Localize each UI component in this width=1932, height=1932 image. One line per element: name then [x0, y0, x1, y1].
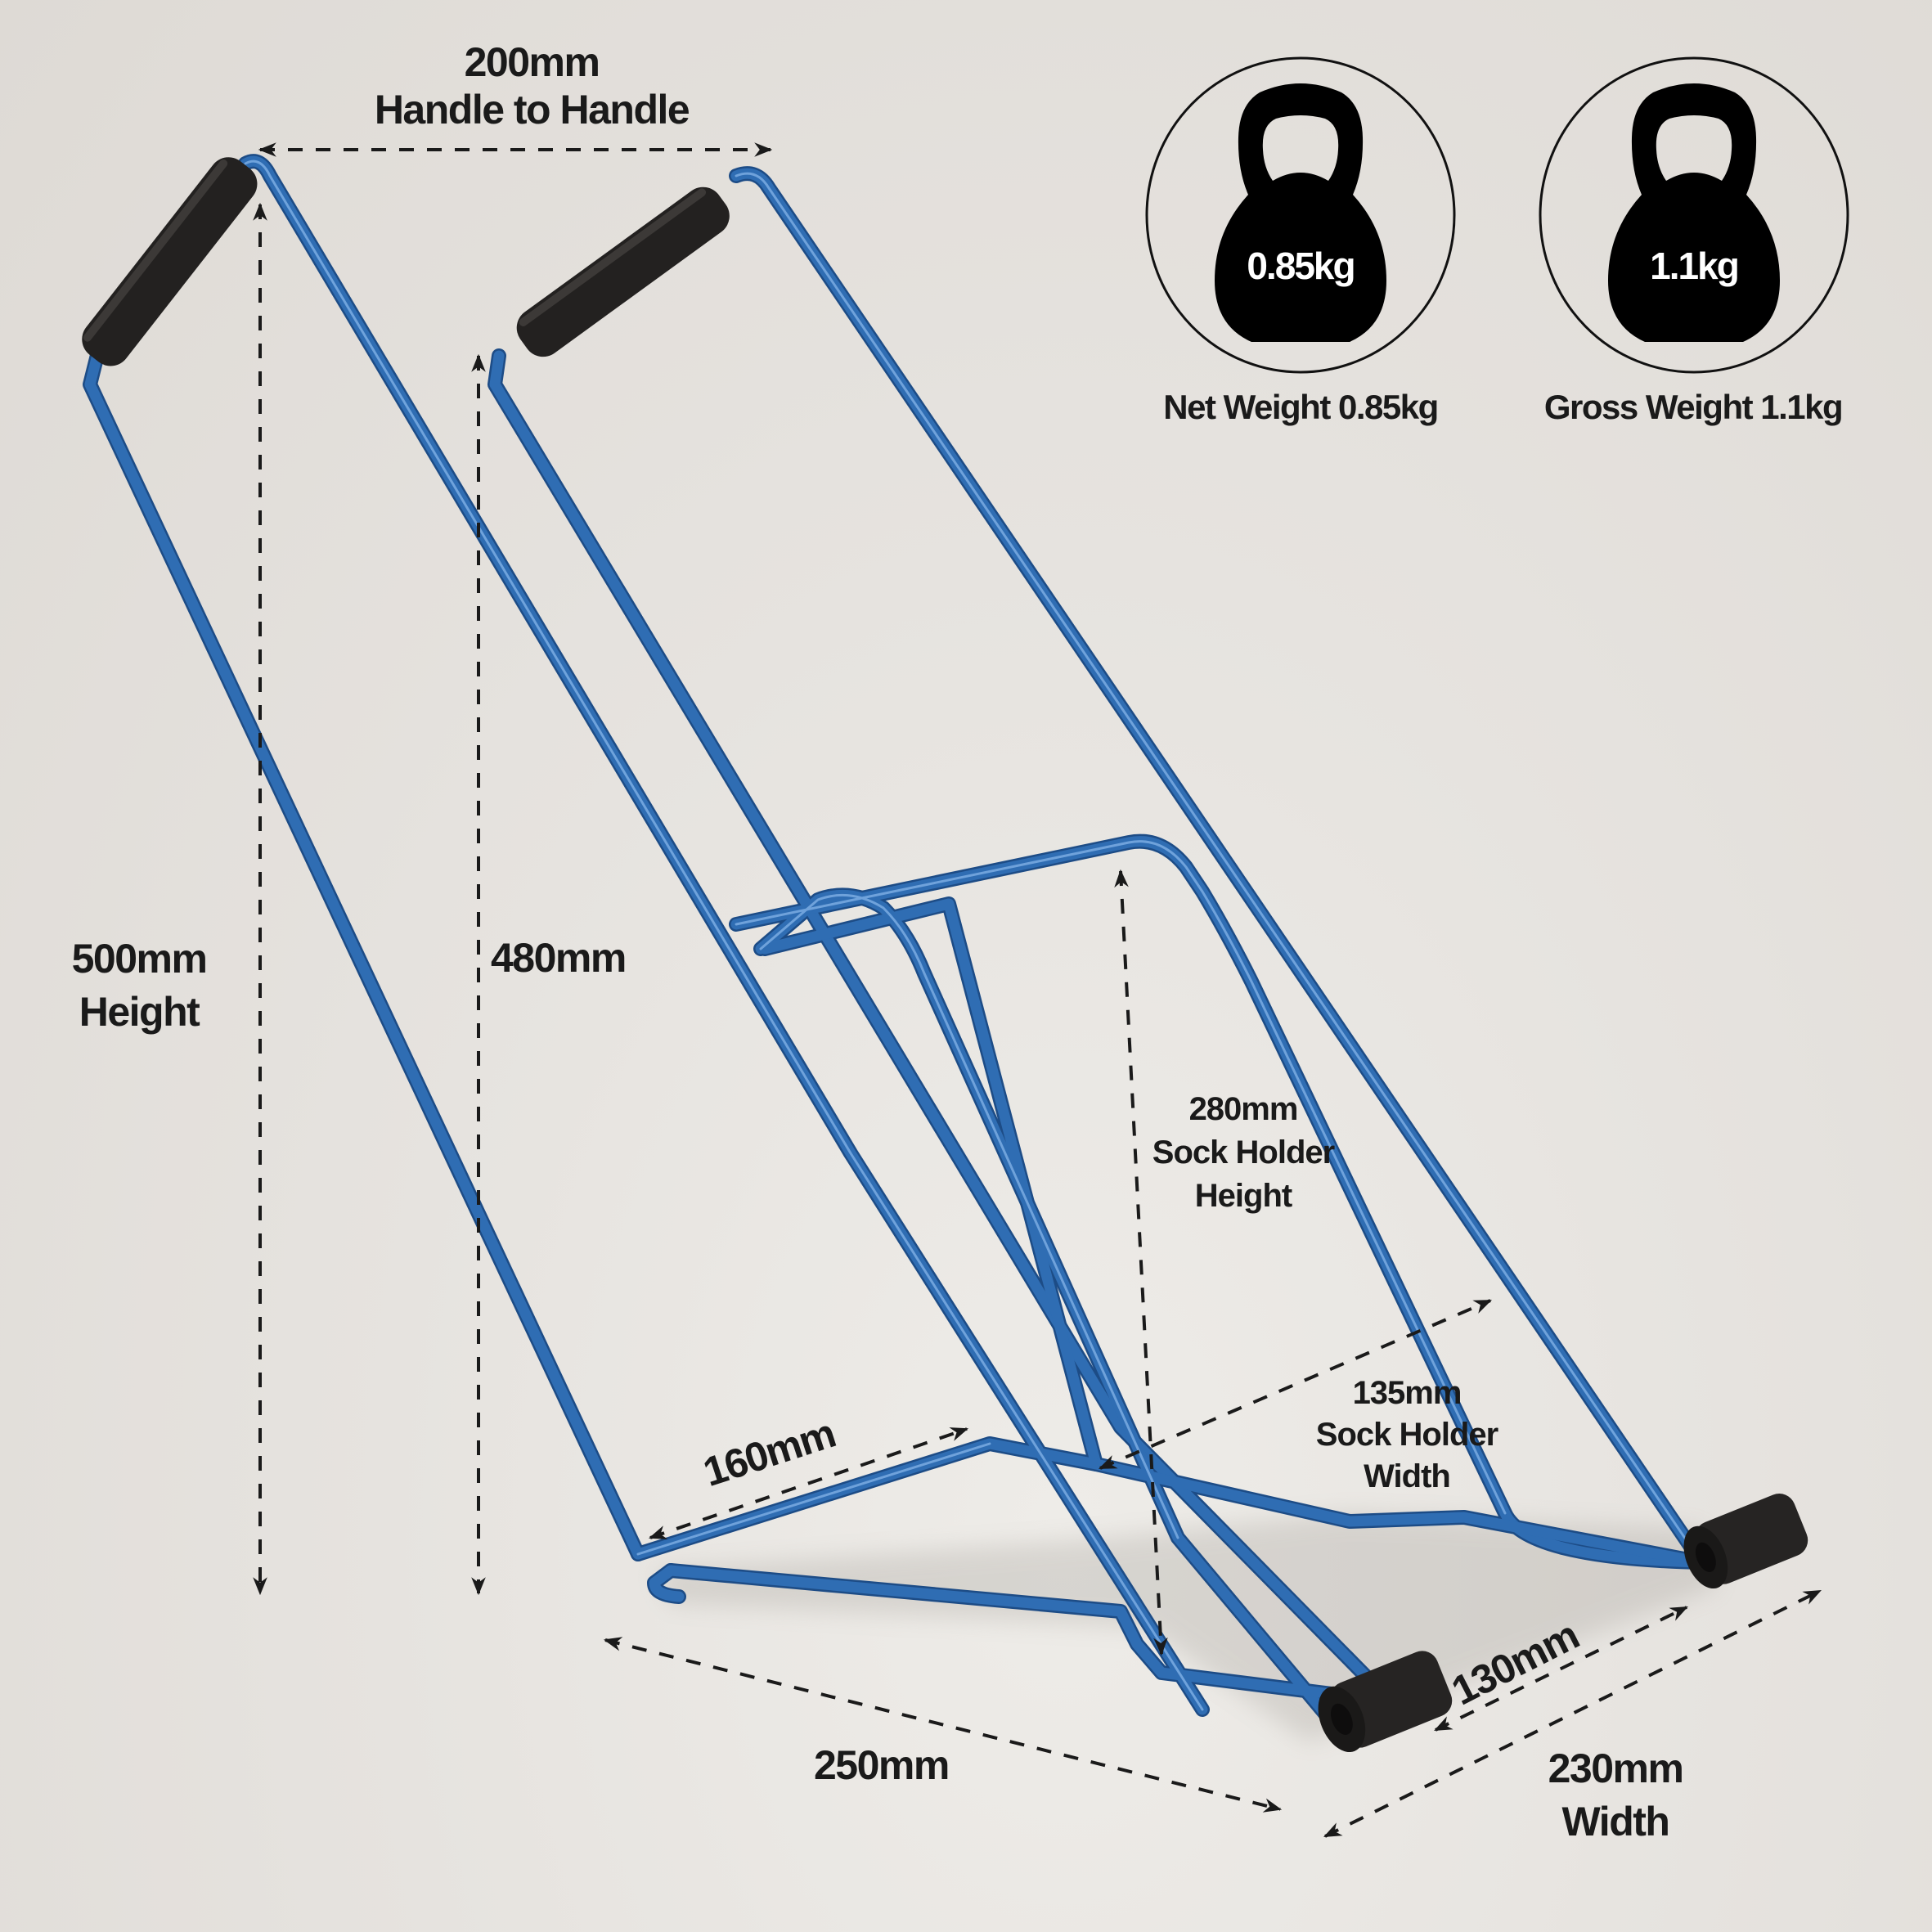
arrow-length	[603, 1637, 1283, 1813]
net-weight-caption: Net Weight 0.85kg	[1163, 388, 1439, 426]
overall-width-value: 230mm	[1548, 1746, 1684, 1791]
kettlebell-icon	[1608, 83, 1780, 342]
dimension-arrows	[253, 142, 1822, 1838]
length-label: 250mm	[814, 1742, 950, 1788]
handle-to-handle-caption: Handle to Handle	[374, 86, 690, 133]
net-weight-badge	[1145, 56, 1456, 374]
kettlebell-icon	[1215, 83, 1386, 342]
inner-height-label: 480mm	[491, 935, 627, 981]
sock-holder-width-caption-1: Sock Holder	[1315, 1417, 1498, 1453]
sock-holder-width-caption-2: Width	[1364, 1458, 1451, 1495]
arrow-overall-width	[1323, 1589, 1822, 1838]
gross-weight-caption: Gross Weight 1.1kg	[1543, 388, 1844, 426]
arrow-base-inner	[648, 1427, 969, 1539]
weight-badges	[1145, 56, 1849, 374]
sock-holder-height-caption-1: Sock Holder	[1152, 1134, 1335, 1170]
sock-holder-height-label: 280mm Sock Holder Height	[1137, 1088, 1350, 1217]
overall-height-value: 500mm	[71, 936, 208, 982]
overall-height-caption: Height	[79, 989, 200, 1035]
sock-holder-height-value: 280mm	[1188, 1091, 1299, 1127]
handle-to-handle-label: 200mm Handle to Handle	[344, 39, 720, 133]
sock-holder-height-caption-2: Height	[1194, 1177, 1292, 1214]
handle-grips	[82, 157, 730, 366]
overall-height-label: 500mm Height	[41, 932, 237, 1039]
left-handle-grip	[82, 157, 258, 366]
sock-holder-width-value: 135mm	[1352, 1375, 1462, 1411]
arrow-sock-holder-height	[1114, 869, 1168, 1656]
sock-holder-width-label: 135mm Sock Holder Width	[1301, 1373, 1513, 1498]
overall-width-caption: Width	[1561, 1799, 1670, 1844]
gross-weight-badge	[1539, 56, 1849, 374]
gross-weight-badge-text: 1.1kg	[1650, 245, 1740, 287]
rear-foot-cap	[1683, 1493, 1808, 1589]
net-weight-badge-text: 0.85kg	[1247, 245, 1355, 287]
handle-to-handle-value: 200mm	[464, 39, 600, 85]
overall-width-label: 230mm Width	[1517, 1742, 1714, 1849]
right-handle-grip	[516, 186, 730, 357]
